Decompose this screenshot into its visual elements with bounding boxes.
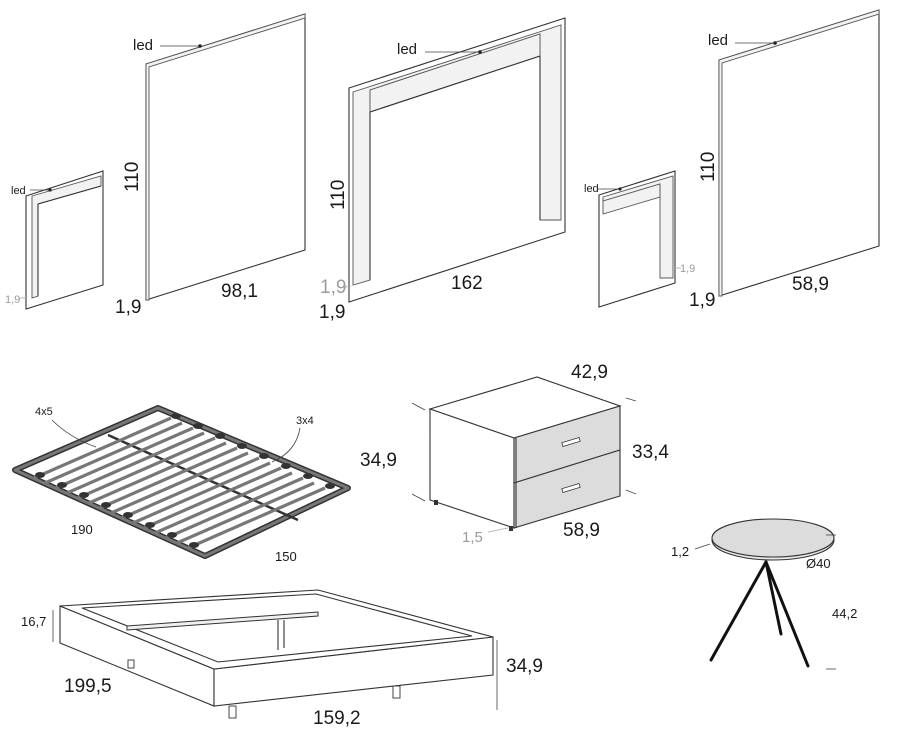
- led-point: [48, 188, 52, 192]
- drawer-height-label: 33,4: [632, 442, 669, 463]
- leg-right: [392, 685, 401, 699]
- height-label: 110: [698, 152, 719, 182]
- height-label: 44,2: [832, 606, 857, 621]
- feet-label: 1,5: [462, 529, 483, 546]
- panel-edge: [718, 9, 880, 297]
- handle-upper: [561, 436, 581, 448]
- panel-front: [25, 170, 104, 310]
- height-label: 110: [122, 162, 143, 192]
- frame-inner: [81, 593, 473, 663]
- slat-base: 4x5 3x4 190 150: [12, 405, 351, 564]
- table-top: [711, 518, 835, 558]
- height-label: 34,9: [360, 450, 397, 471]
- depth-label: 1,9: [115, 297, 141, 318]
- depth-label: 1,9: [680, 263, 695, 275]
- led-point: [478, 50, 482, 54]
- depth-label-gray: 1,9: [320, 277, 346, 298]
- center-rail: [107, 433, 299, 522]
- leg-front: [228, 705, 237, 719]
- leg-left: [127, 659, 135, 669]
- led-point: [618, 187, 622, 191]
- led-label: led: [11, 185, 26, 197]
- led-label: led: [708, 32, 728, 49]
- led-label: led: [397, 41, 417, 58]
- leg-left-label: 4x5: [35, 406, 53, 418]
- width-label: 159,2: [313, 708, 361, 729]
- slats: [33, 416, 326, 550]
- depth-label: 1,9: [5, 294, 20, 306]
- table-legs: [709, 560, 810, 668]
- handle-lower: [561, 482, 581, 494]
- leg-right-leader: [271, 427, 301, 463]
- width-label: 150: [275, 549, 297, 564]
- bed-frame: 16,7 199,5 159,2 34,9: [21, 589, 543, 729]
- panel-edge: [145, 13, 306, 301]
- headboard-98: led 110 1,9 98,1: [115, 13, 306, 318]
- leg-right-label: 3x4: [296, 415, 314, 427]
- width-label: 162: [451, 273, 483, 294]
- side-table: 1,2 Ø40 44,2: [671, 518, 857, 670]
- led-strip: [602, 183, 661, 215]
- depth-label: 1,9: [689, 290, 715, 311]
- center-rail: [126, 611, 319, 631]
- side-height-label: 16,7: [21, 614, 46, 629]
- headboard-small-right: led 1,9: [584, 170, 695, 308]
- height-label: 34,9: [506, 656, 543, 677]
- headboard-small-left: led 1,9: [5, 170, 104, 310]
- depth-label: 42,9: [571, 362, 608, 383]
- width-label: 58,9: [563, 520, 600, 541]
- width-label: 98,1: [221, 281, 258, 302]
- depth-label: 1,9: [319, 302, 345, 323]
- length-label: 199,5: [64, 676, 112, 697]
- length-label: 190: [71, 522, 93, 537]
- led-label: led: [584, 183, 599, 195]
- leg-left-leader: [51, 419, 97, 448]
- width-label: 58,9: [792, 274, 829, 295]
- led-point: [198, 44, 202, 48]
- diameter-label: Ø40: [806, 556, 831, 571]
- led-label: led: [133, 37, 153, 54]
- led-point: [773, 41, 777, 45]
- top-thickness-label: 1,2: [671, 544, 689, 559]
- nightstand: 42,9 34,9 33,4 1,5 58,9: [360, 362, 669, 546]
- headboard-58: led 110 1,9 58,9: [689, 9, 880, 311]
- slat-holders: [35, 413, 335, 548]
- height-label: 110: [328, 180, 349, 210]
- headboard-162: led 110 1,9 1,9 162: [319, 17, 566, 323]
